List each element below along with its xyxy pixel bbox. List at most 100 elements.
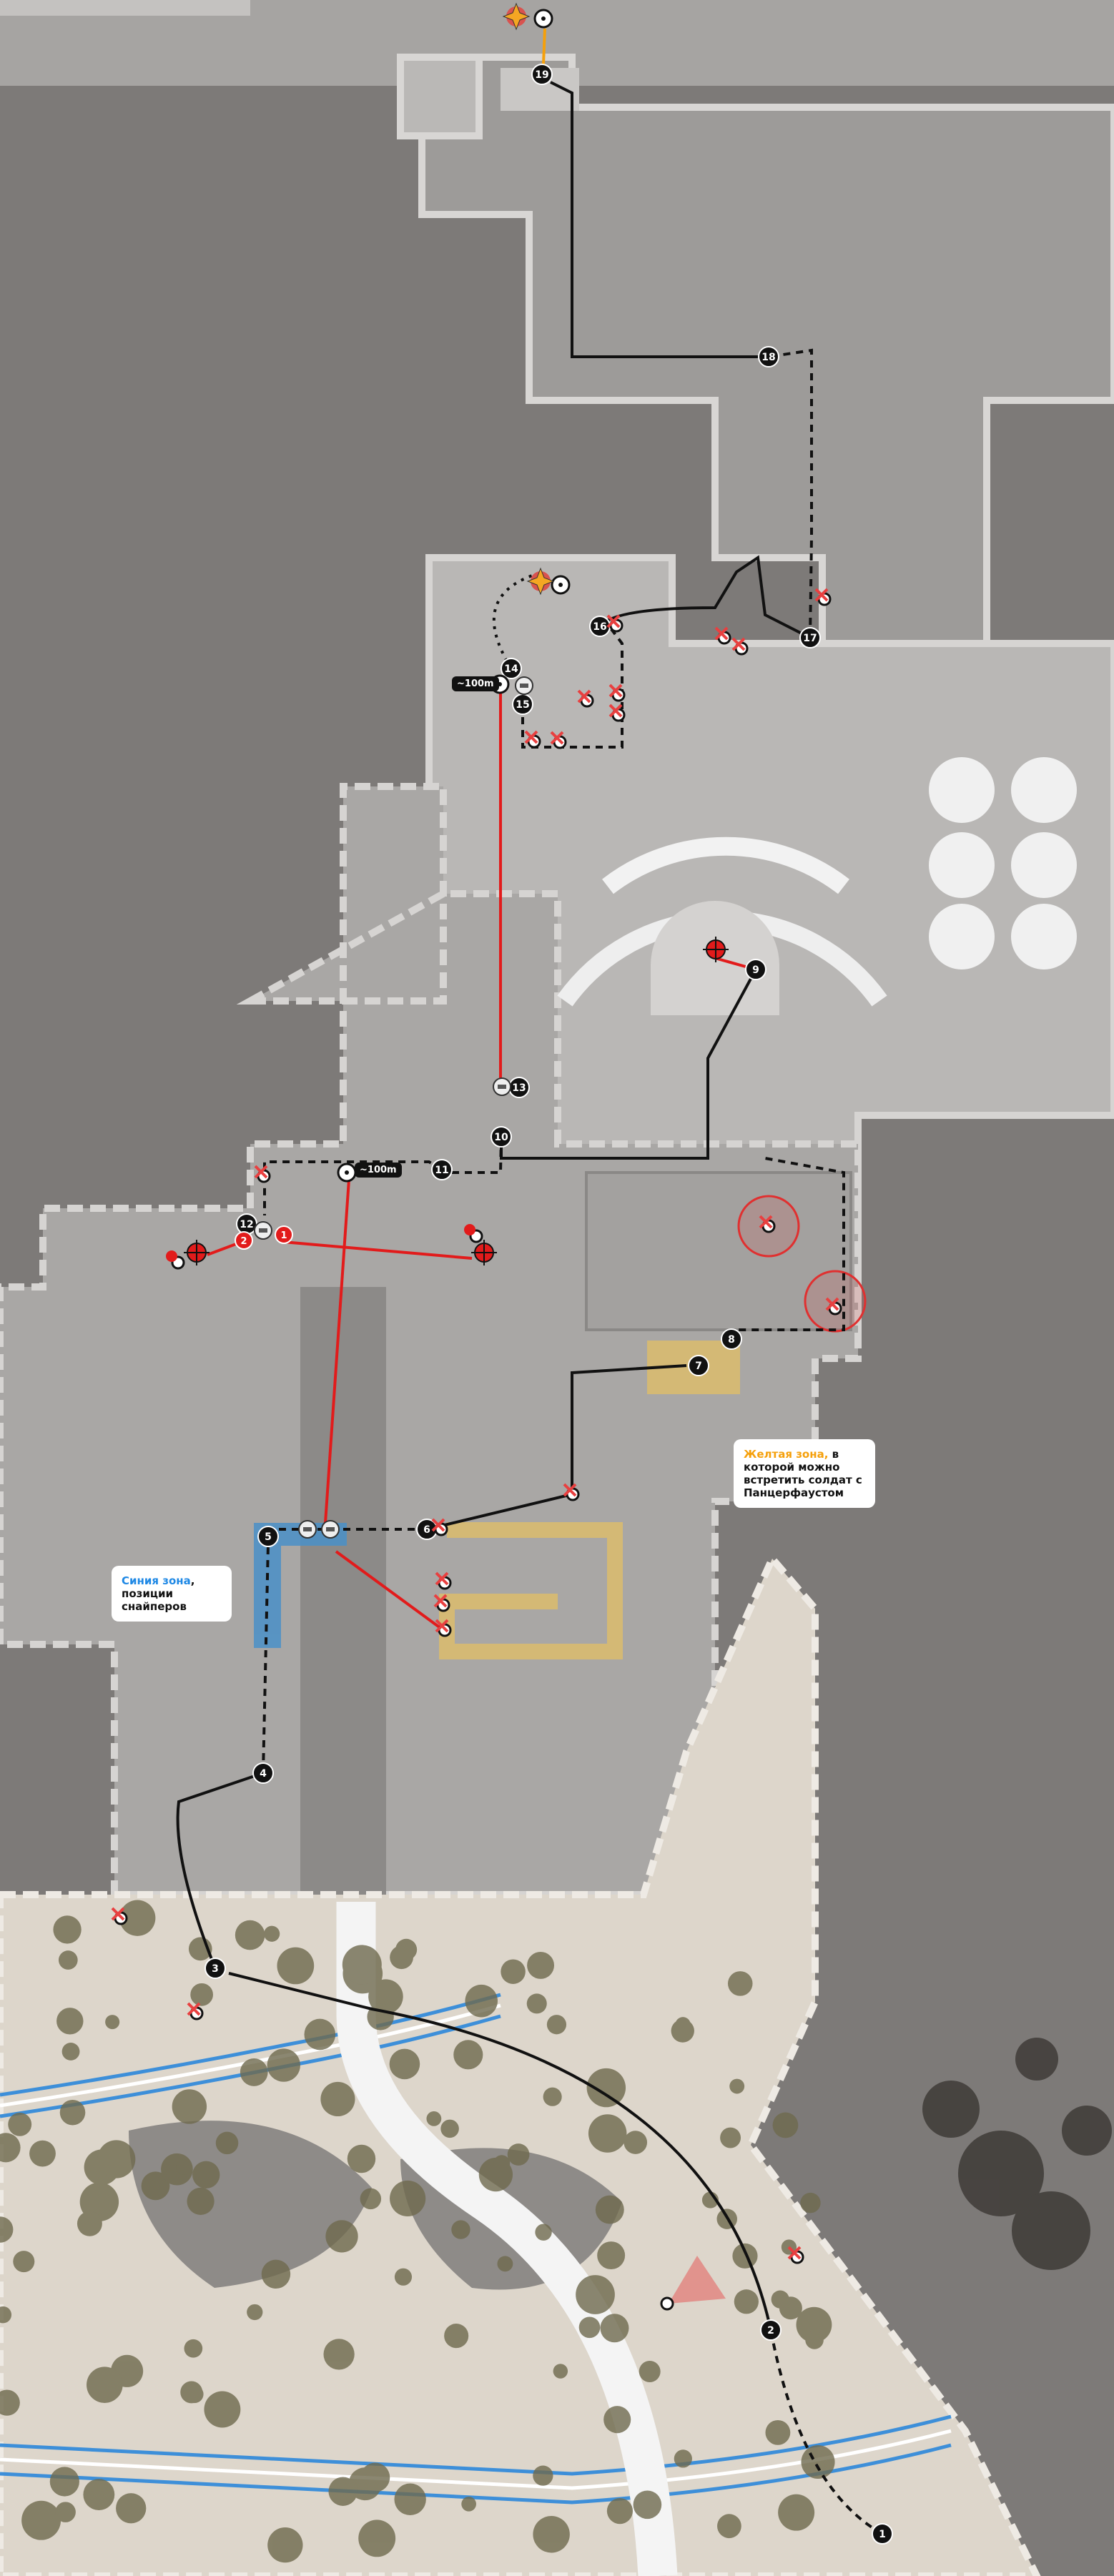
tree xyxy=(176,2159,192,2175)
tree xyxy=(261,2259,291,2289)
tree xyxy=(576,2275,615,2314)
tree xyxy=(440,2119,459,2138)
tree xyxy=(49,2467,79,2497)
enemy-crossed-icon[interactable] xyxy=(606,614,623,633)
road xyxy=(336,1902,678,2576)
waypoint-label: 11 xyxy=(435,1165,448,1176)
waypoint-7[interactable]: 7 xyxy=(688,1355,709,1376)
tree xyxy=(461,2496,476,2512)
crosshair-icon[interactable] xyxy=(533,9,553,29)
enemy-crossed-icon[interactable] xyxy=(608,684,626,702)
tree xyxy=(600,2314,629,2343)
enemy-crossed-icon[interactable] xyxy=(577,689,594,708)
sniper-enemy-icon[interactable] xyxy=(703,937,729,962)
enemy-crossed-icon[interactable] xyxy=(825,1297,842,1316)
tree xyxy=(53,1915,82,1944)
sniper-shot-2: 2 xyxy=(235,1231,253,1250)
tree xyxy=(533,2516,570,2553)
waypoint-17[interactable]: 17 xyxy=(799,627,821,648)
tree xyxy=(597,2241,626,2270)
crosshair-icon[interactable] xyxy=(337,1163,357,1183)
sniper-enemy-icon[interactable] xyxy=(471,1240,497,1265)
route xyxy=(176,81,883,2535)
tree xyxy=(717,2514,741,2539)
enemy-crossed-icon[interactable] xyxy=(254,1165,271,1183)
enemy-crossed-icon[interactable] xyxy=(608,704,626,722)
enemy-crossed-icon[interactable] xyxy=(550,731,567,749)
enemy-crossed-icon[interactable] xyxy=(431,1518,448,1536)
explosion-icon[interactable] xyxy=(502,2,531,31)
waypoint-15[interactable]: 15 xyxy=(512,694,533,715)
waypoint-6[interactable]: 6 xyxy=(416,1519,438,1540)
sniper-nest-icon[interactable] xyxy=(254,1221,272,1240)
waypoint-12[interactable]: 12 xyxy=(236,1213,257,1235)
sniper-nest-icon[interactable] xyxy=(321,1520,340,1539)
enemy-crossed-icon[interactable] xyxy=(435,1571,452,1590)
tree xyxy=(215,2131,239,2155)
waypoint-14[interactable]: 14 xyxy=(501,658,522,679)
waypoint-11[interactable]: 11 xyxy=(431,1159,453,1180)
blue-zone-title: Синия зона xyxy=(122,1574,191,1587)
tree xyxy=(507,2143,530,2166)
enemy-crossed-icon[interactable] xyxy=(714,626,731,645)
tree xyxy=(264,1925,280,1942)
enemy-crossed-icon[interactable] xyxy=(111,1907,128,1925)
waypoint-8[interactable]: 8 xyxy=(721,1328,742,1350)
enemy-crossed-icon[interactable] xyxy=(187,2002,204,2020)
enemy-crossed-icon[interactable] xyxy=(435,1619,452,1637)
waypoint-label: 6 xyxy=(423,1524,430,1536)
crosshair-icon[interactable] xyxy=(551,575,571,595)
enemy-icon[interactable] xyxy=(660,2296,674,2311)
enemy-crossed-icon[interactable] xyxy=(563,1483,580,1501)
sniper-enemy-icon[interactable] xyxy=(184,1240,210,1265)
alert-enemy-icon[interactable] xyxy=(166,1250,185,1270)
tree xyxy=(55,2502,76,2522)
enemy-crossed-icon[interactable] xyxy=(731,637,749,656)
waypoint-18[interactable]: 18 xyxy=(758,346,779,367)
tree xyxy=(21,2500,61,2540)
alert-enemy-icon[interactable] xyxy=(464,1224,483,1243)
enemy-crossed-icon[interactable] xyxy=(759,1215,776,1233)
waypoint-label: 8 xyxy=(728,1334,735,1346)
tree xyxy=(535,2224,552,2241)
tree xyxy=(578,2316,601,2339)
waypoint-16[interactable]: 16 xyxy=(589,616,611,637)
tree xyxy=(267,2527,303,2563)
sniper-nest-icon[interactable] xyxy=(515,676,533,695)
tree xyxy=(765,2419,791,2445)
waypoint-label: 13 xyxy=(512,1082,526,1094)
tree xyxy=(187,2187,215,2216)
tree xyxy=(586,2068,626,2108)
yellow-zone-title: Желтая зона, xyxy=(744,1448,829,1461)
waypoint-10[interactable]: 10 xyxy=(491,1126,512,1148)
waypoint-label: 9 xyxy=(752,964,759,976)
explosion-icon[interactable] xyxy=(526,567,555,596)
enemy-crossed-icon[interactable] xyxy=(433,1594,450,1612)
enemy-crossed-icon[interactable] xyxy=(814,588,832,606)
waypoint-3[interactable]: 3 xyxy=(204,1958,226,1979)
tree xyxy=(606,2497,634,2525)
enemy-crossed-icon[interactable] xyxy=(787,2246,804,2264)
waypoint-13[interactable]: 13 xyxy=(508,1077,530,1098)
tree xyxy=(59,2099,86,2126)
tree xyxy=(633,2490,662,2520)
waypoint-1[interactable]: 1 xyxy=(872,2523,893,2545)
waypoint-19[interactable]: 19 xyxy=(531,64,553,85)
tree xyxy=(29,2140,56,2167)
waypoint-4[interactable]: 4 xyxy=(252,1762,274,1784)
waypoint-2[interactable]: 2 xyxy=(760,2319,782,2341)
tree xyxy=(444,2324,469,2349)
tree xyxy=(778,2494,815,2531)
waypoint-9[interactable]: 9 xyxy=(745,959,767,980)
tank xyxy=(929,757,995,823)
tree xyxy=(184,2339,203,2358)
enemy-crossed-icon[interactable] xyxy=(524,730,541,749)
yellow-zone-callout: Желтая зона, в которой можно встретить с… xyxy=(734,1439,875,1508)
waypoint-label: 4 xyxy=(260,1768,267,1780)
waypoint-5[interactable]: 5 xyxy=(257,1526,279,1547)
sniper-nest-icon[interactable] xyxy=(493,1077,511,1096)
tree xyxy=(0,2389,20,2416)
tree xyxy=(639,2361,661,2382)
sniper-nest-icon[interactable] xyxy=(298,1520,317,1539)
